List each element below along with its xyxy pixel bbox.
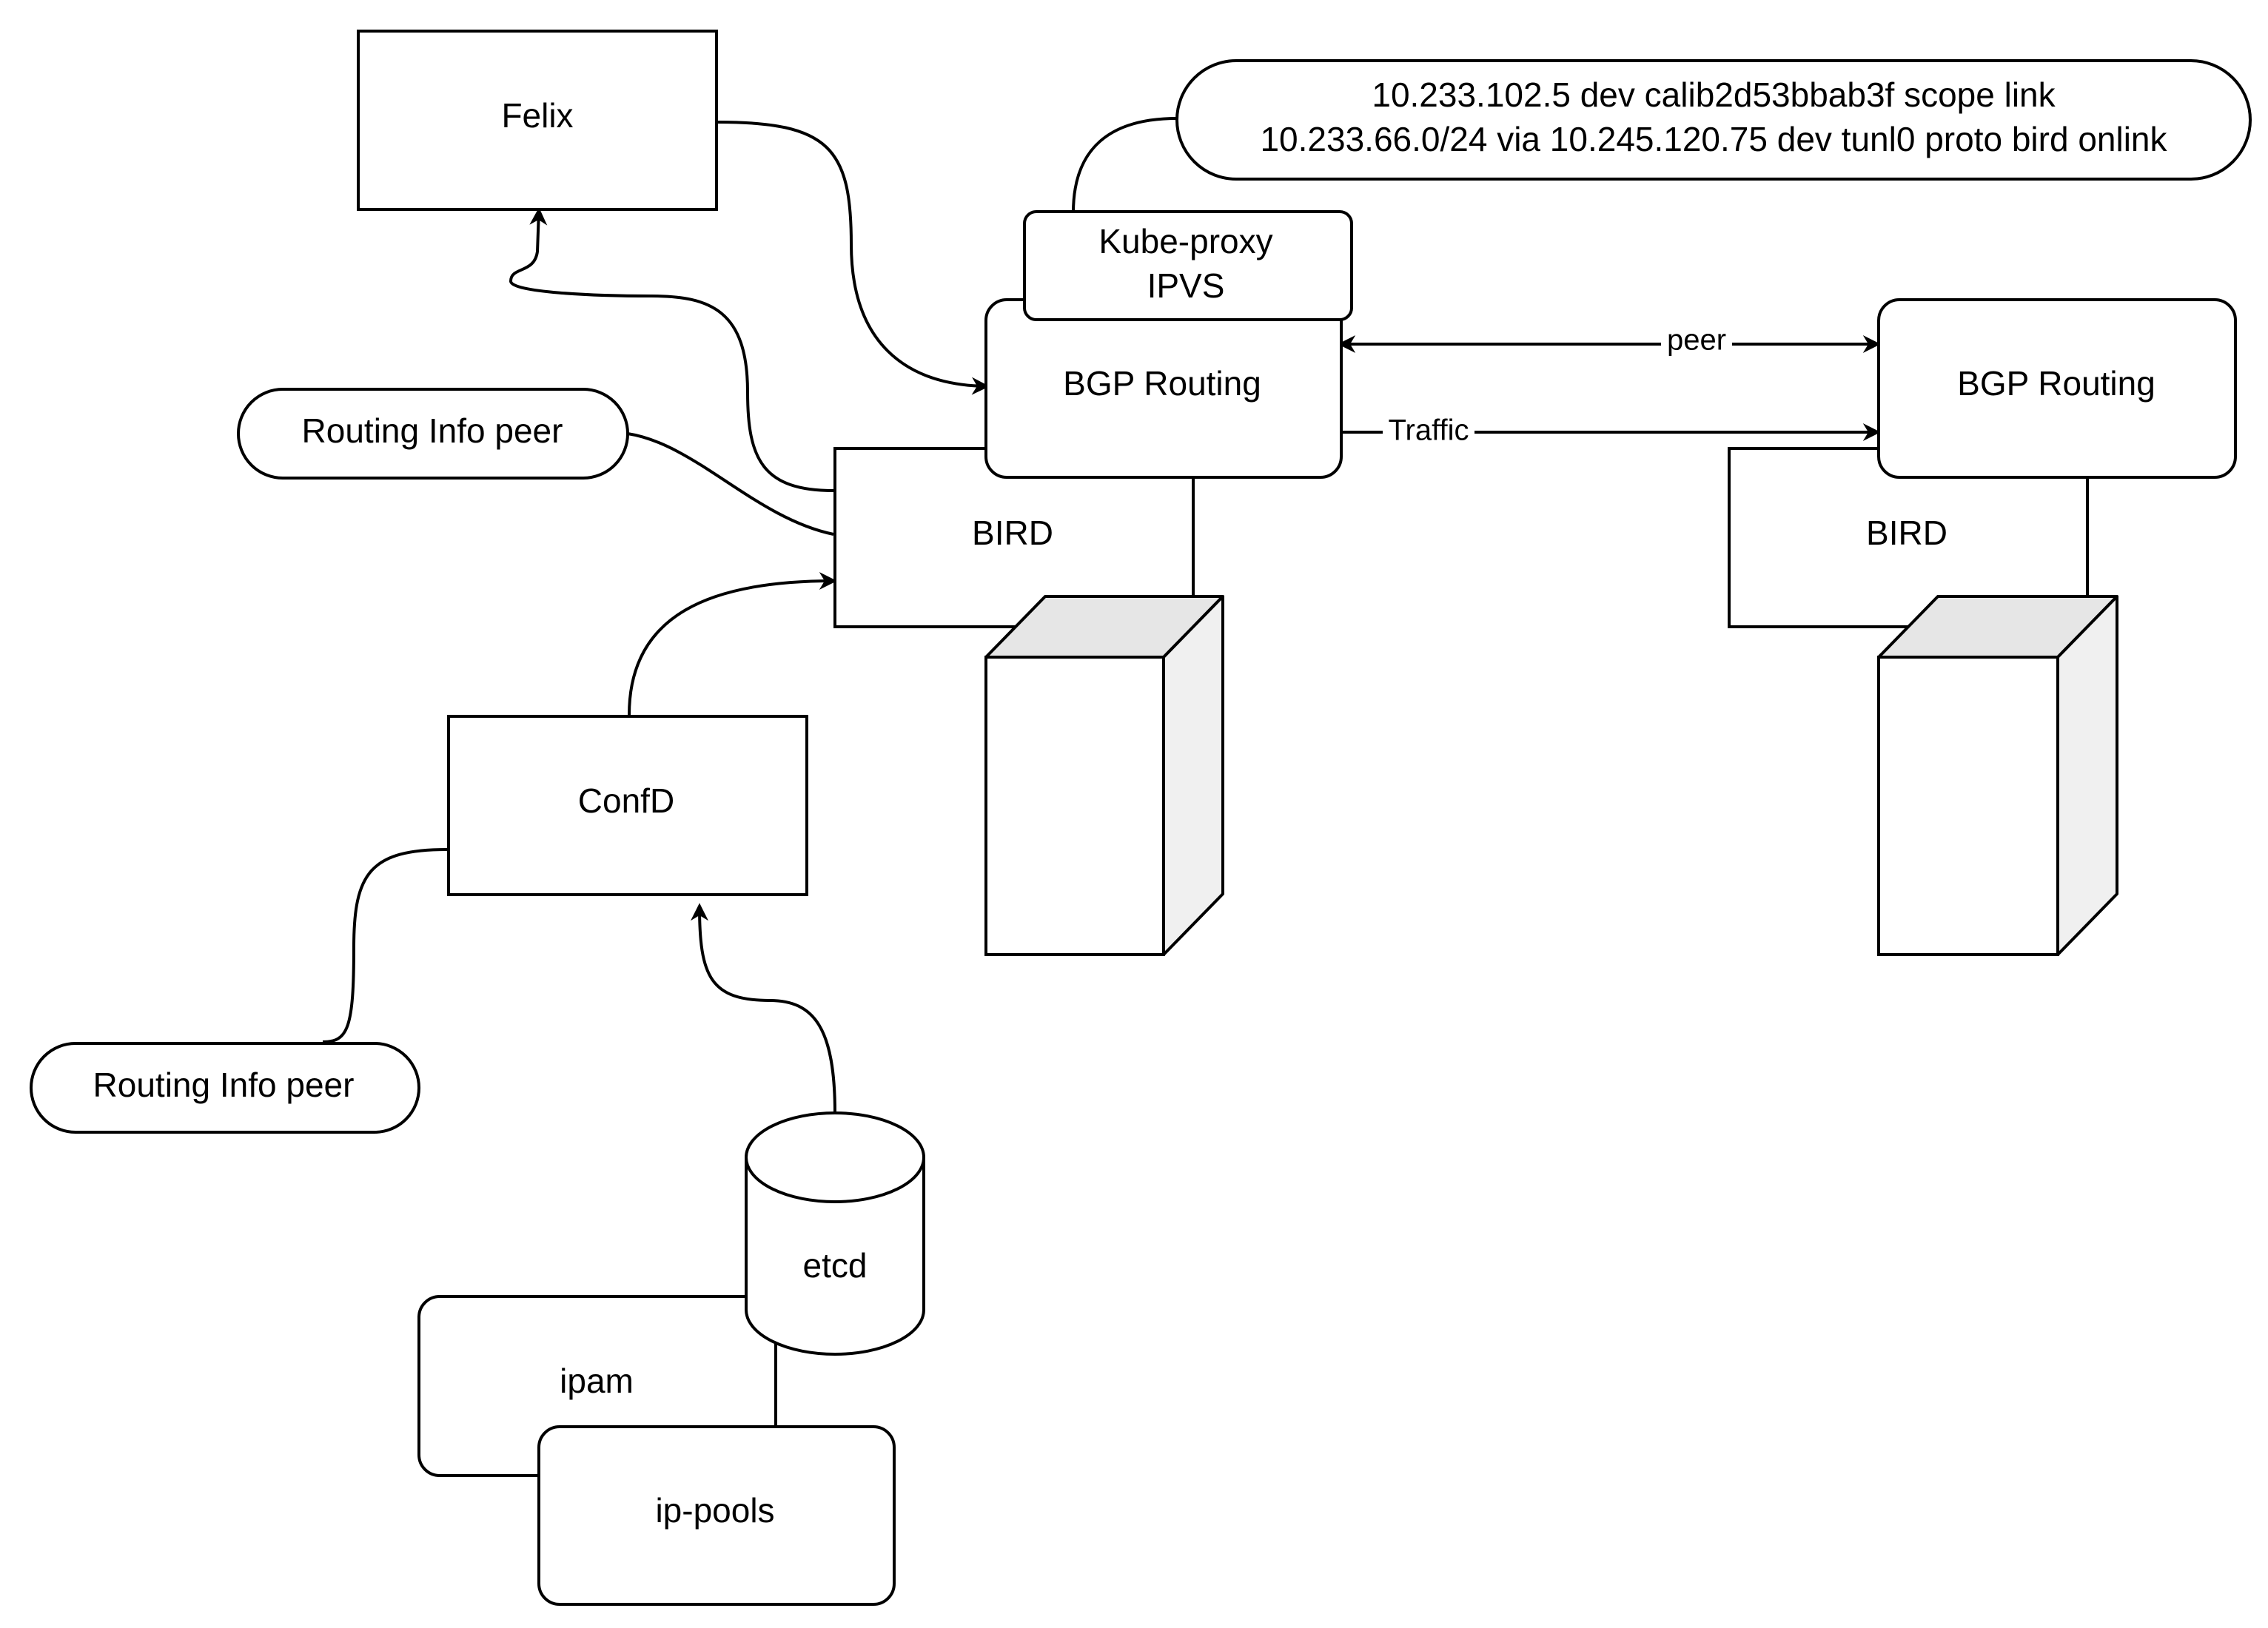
bgp-routing-right-node[interactable]: BGP Routing — [1877, 298, 2237, 479]
ip-pools-label: ip-pools — [655, 1491, 774, 1530]
route-note-to-kube-proxy-connector — [1072, 117, 1178, 213]
felix-to-bgp-connector — [717, 121, 990, 395]
confd-label: ConfD — [578, 781, 674, 820]
etcd-node[interactable]: etcd — [745, 1111, 925, 1356]
route-note-line-1: 10.233.102.5 dev calib2d53bbab3f scope l… — [1372, 75, 2056, 114]
bgp-routing-left-label: BGP Routing — [1063, 364, 1261, 403]
bird-to-felix-connector — [509, 207, 834, 492]
routing-info-peer-bottom-label: Routing Info peer — [93, 1066, 355, 1104]
peer-edge-label: peer — [1661, 324, 1732, 363]
server-right-icon — [1877, 595, 2118, 956]
kube-proxy-node[interactable]: Kube-proxy IPVS — [1023, 210, 1353, 321]
etcd-cylinder-body — [745, 1157, 925, 1356]
routing-info-peer-bottom-connector — [322, 848, 448, 1043]
bgp-routing-left-node[interactable]: BGP Routing — [984, 298, 1343, 479]
etcd-cylinder-top — [745, 1111, 925, 1203]
routing-info-peer-top-label: Routing Info peer — [302, 411, 563, 450]
etcd-to-confd-connector — [691, 903, 836, 1114]
peer-label: peer — [1667, 324, 1726, 357]
routing-info-peer-top-node[interactable]: Routing Info peer — [237, 388, 629, 480]
bgp-routing-right-label: BGP Routing — [1957, 364, 2155, 403]
traffic-edge-label: Traffic — [1383, 414, 1474, 451]
kube-proxy-label-line-2: IPVS — [1147, 266, 1225, 305]
route-note[interactable]: 10.233.102.5 dev calib2d53bbab3f scope l… — [1175, 59, 2252, 181]
traffic-label: Traffic — [1389, 414, 1469, 447]
confd-to-bird-connector — [628, 572, 837, 716]
kube-proxy-label-line-1: Kube-proxy — [1098, 222, 1272, 260]
routing-info-peer-top-connector — [627, 432, 834, 536]
confd-node[interactable]: ConfD — [447, 715, 808, 896]
felix-label: Felix — [501, 96, 573, 135]
routing-info-peer-bottom-node[interactable]: Routing Info peer — [30, 1042, 420, 1134]
ipam-label: ipam — [560, 1362, 634, 1400]
felix-node[interactable]: Felix — [357, 30, 718, 211]
etcd-label: etcd — [803, 1246, 868, 1285]
route-note-line-2: 10.233.66.0/24 via 10.245.120.75 dev tun… — [1260, 120, 2167, 158]
server-left-icon — [984, 595, 1224, 956]
bird-right-label: BIRD — [1866, 514, 1947, 552]
bird-left-label: BIRD — [972, 514, 1053, 552]
ip-pools-node[interactable]: ip-pools — [537, 1425, 896, 1606]
